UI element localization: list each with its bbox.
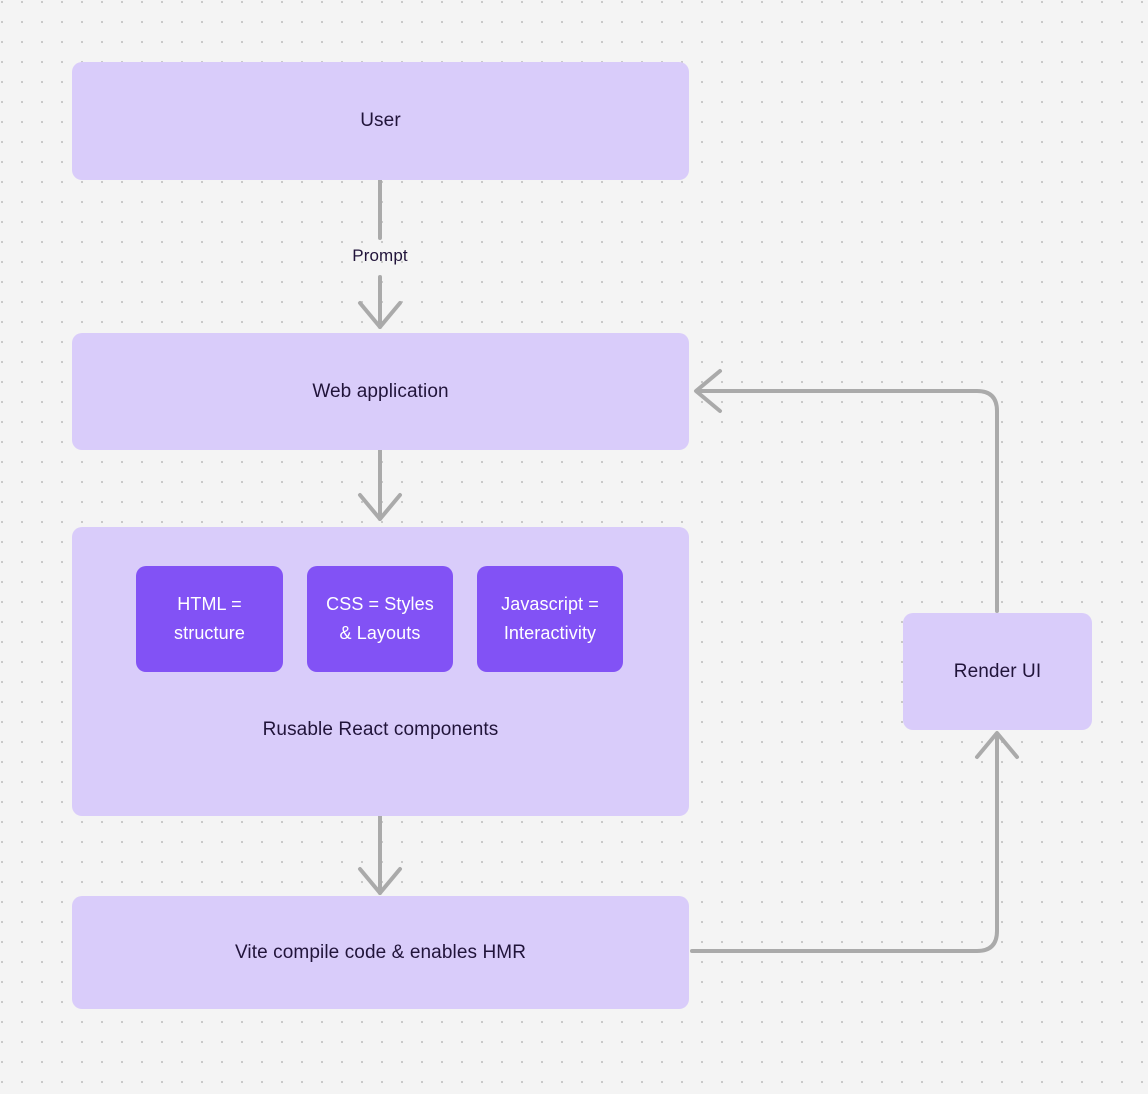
node-vite[interactable]: Vite compile code & enables HMR — [72, 896, 689, 1009]
node-html-label-line2: structure — [174, 623, 245, 643]
node-web-application[interactable]: Web application — [72, 333, 689, 450]
node-css-label-line2: & Layouts — [339, 623, 421, 643]
edge-vite-to-render-ui — [690, 735, 999, 953]
edge-label-prompt: Prompt — [352, 246, 408, 265]
node-user-label: User — [360, 110, 401, 131]
node-components-group[interactable]: HTML = structure CSS = Styles & Layouts … — [72, 527, 689, 816]
node-html[interactable]: HTML = structure — [136, 566, 283, 672]
node-javascript-label-line2: Interactivity — [503, 623, 597, 643]
node-render-ui[interactable]: Render UI — [903, 613, 1092, 730]
arrowhead-into-web-application — [358, 301, 402, 329]
node-html-label-line1: HTML = — [177, 594, 242, 614]
node-javascript[interactable]: Javascript = Interactivity — [477, 566, 623, 672]
edge-render-ui-to-web-application — [698, 389, 999, 613]
arrowhead-into-render-ui — [975, 731, 1019, 759]
node-render-ui-label: Render UI — [953, 660, 1042, 682]
arrowhead-into-web-application-return — [694, 369, 722, 413]
arrowhead-into-vite — [358, 867, 402, 895]
arrowhead-into-components — [358, 493, 402, 521]
node-css-label-line1: CSS = Styles — [326, 594, 434, 614]
node-user[interactable]: User — [72, 62, 689, 180]
node-javascript-label-line1: Javascript = — [501, 594, 599, 614]
node-components-group-label: Rusable React components — [262, 719, 499, 740]
node-css[interactable]: CSS = Styles & Layouts — [307, 566, 453, 672]
node-vite-label: Vite compile code & enables HMR — [234, 941, 527, 963]
node-web-application-label: Web application — [312, 380, 449, 402]
